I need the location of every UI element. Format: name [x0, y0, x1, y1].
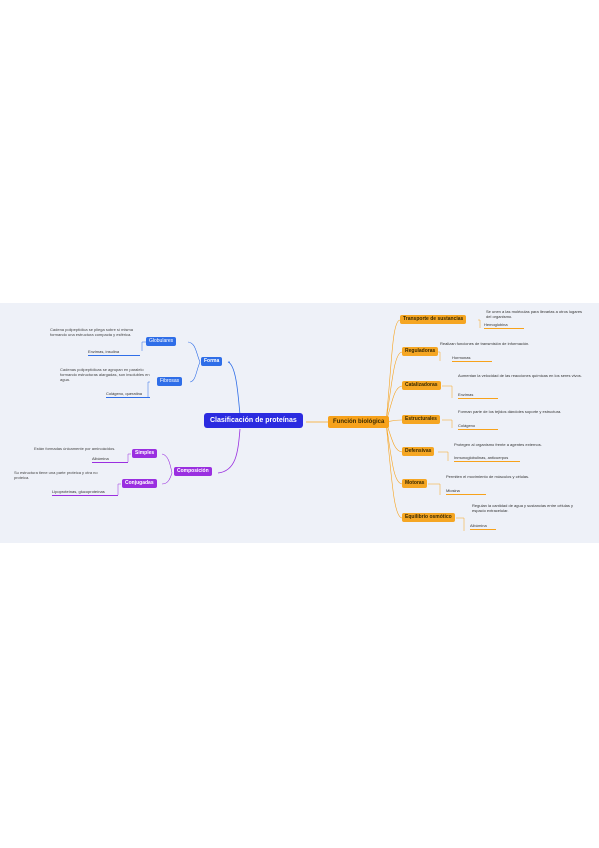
funcion-item-transporte-example: Hemoglobina — [484, 322, 524, 329]
link-func-1 — [385, 351, 403, 423]
link-leaf-0 — [478, 319, 481, 328]
link-leaf-2 — [442, 385, 453, 398]
fibrosas-node[interactable]: Fibrosas — [157, 377, 183, 386]
funcion-item-equilibrio-desc: Regulan la cantidad de agua y sustancias… — [472, 503, 573, 513]
funcion-item-transporte[interactable]: Transporte de sustancias — [400, 315, 467, 324]
link-root-composicion — [217, 428, 241, 474]
globulares-node[interactable]: Globulares — [146, 337, 177, 346]
funcion-item-reguladoras[interactable]: Reguladoras — [402, 347, 439, 356]
funcion-item-motoras-example: Miosina — [446, 488, 486, 495]
funcion-item-estructurales-example: Colágeno — [458, 423, 498, 430]
funcion-item-reguladoras-example: Hormonas — [452, 355, 492, 362]
funcion-item-defensivas[interactable]: Defensivas — [402, 447, 435, 456]
link-root-forma — [227, 361, 241, 416]
fibrosas-example: Colágeno, queratina — [106, 391, 150, 398]
funcion-biologica-node[interactable]: Función biológica — [328, 416, 390, 428]
link-forma-fibrosas — [189, 361, 201, 383]
link-func-0 — [385, 319, 401, 423]
link-comp-simples — [161, 453, 173, 474]
funcion-item-estructurales-desc: Forman parte de los tejidos dándoles sop… — [458, 409, 562, 414]
link-simples-leaf — [127, 453, 131, 462]
fibrosas-description: Cadenas polipeptídicas se agrupan en par… — [60, 367, 150, 382]
connector-lines — [117, 319, 481, 531]
link-fibrosas-leaf — [147, 381, 150, 398]
funcion-item-catalizadoras-desc: Aumentan la velocidad de las reacciones … — [458, 373, 582, 378]
funcion-item-equilibrio-example: Albúmina — [470, 523, 496, 530]
link-conjugadas-leaf — [117, 483, 121, 495]
link-comp-conjugadas — [161, 472, 173, 485]
link-leaf-6 — [456, 517, 465, 531]
globulares-description: Cadena polipeptídica se pliega sobre sí … — [50, 327, 133, 337]
funcion-item-catalizadoras[interactable]: Catalizadoras — [402, 381, 441, 390]
funcion-item-catalizadoras-example: Enzimas — [458, 392, 498, 399]
conjugadas-node[interactable]: Conjugadas — [122, 479, 157, 488]
globulares-example: Enzimas, insulina — [88, 349, 140, 356]
link-func-6 — [385, 421, 403, 519]
funcion-item-reguladoras-desc: Realizan funciones de transmisión de inf… — [440, 341, 530, 346]
link-forma-globulares — [187, 341, 201, 363]
conjugadas-example: Lipoproteínas, glucoproteínas — [52, 489, 118, 496]
funcion-item-equilibrio[interactable]: Equilibrio osmótico — [402, 513, 455, 522]
link-globulares-leaf — [141, 341, 146, 351]
link-leaf-5 — [428, 483, 441, 495]
link-leaf-3 — [442, 419, 453, 428]
funcion-item-estructurales[interactable]: Estructurales — [402, 415, 440, 424]
link-func-5 — [385, 421, 403, 485]
funcion-item-motoras[interactable]: Motoras — [402, 479, 428, 488]
root-node[interactable]: Clasificación de proteínas — [204, 413, 303, 428]
simples-example: Albúmina — [92, 456, 128, 463]
funcion-item-defensivas-example: Inmunoglobulinas, anticuerpos — [454, 455, 520, 462]
composicion-node[interactable]: Composición — [174, 467, 212, 476]
simples-node[interactable]: Simples — [132, 449, 158, 458]
funcion-item-transporte-desc: Se unen a las moléculas para llevarlas a… — [486, 309, 583, 319]
link-leaf-4 — [438, 451, 449, 461]
forma-node[interactable]: Forma — [201, 357, 223, 366]
simples-description: Están formadas únicamente por aminoácido… — [34, 446, 116, 451]
conjugadas-description: Su estructura tiene una parte proteica y… — [14, 470, 98, 480]
funcion-item-defensivas-desc: Protegen al organismo frente a agentes e… — [454, 442, 542, 447]
funcion-item-motoras-desc: Permiten el movimiento de músculos y cél… — [446, 474, 530, 479]
mind-map-canvas: Clasificación de proteínas Forma Globula… — [0, 303, 599, 543]
